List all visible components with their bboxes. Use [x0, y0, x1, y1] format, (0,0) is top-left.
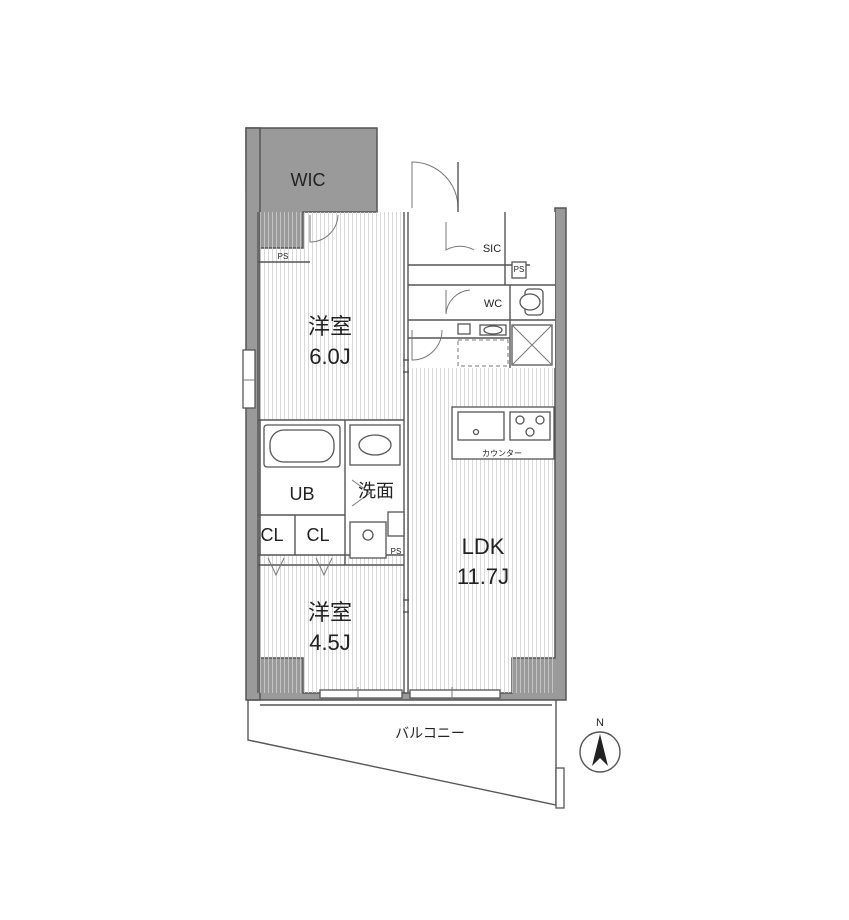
ldk-name: LDK — [462, 534, 505, 559]
windows — [242, 349, 501, 700]
wc-label: WC — [484, 298, 502, 310]
wic-label: WIC — [291, 170, 326, 190]
interior-walls — [257, 212, 555, 693]
sic-label: SIC — [483, 243, 501, 255]
cl-2-label: CL — [306, 525, 329, 545]
cl-1-label: CL — [260, 525, 283, 545]
fixtures — [263, 261, 555, 559]
balcony-label: バルコニー — [395, 725, 465, 741]
ps-top-label: PS — [278, 252, 289, 261]
ub-label: UB — [289, 484, 314, 504]
ps-bottom-label: PS — [391, 547, 402, 556]
compass-north-label: N — [596, 717, 604, 729]
washroom-label: 洗面 — [358, 481, 394, 501]
ldk-size: 11.7J — [457, 564, 509, 589]
washing-machine-pan — [349, 521, 387, 559]
western-room-1-name: 洋室 — [308, 314, 352, 339]
doors — [267, 161, 475, 613]
western-room-2-size: 4.5J — [309, 630, 351, 655]
balcony — [247, 700, 565, 809]
compass: N — [579, 717, 621, 773]
ps-small-label: PS — [514, 265, 525, 274]
room-floors — [258, 212, 555, 693]
western-room-1-size: 6.0J — [309, 344, 351, 369]
western-room-2-name: 洋室 — [308, 600, 352, 625]
counter-label: カウンター — [482, 449, 522, 458]
